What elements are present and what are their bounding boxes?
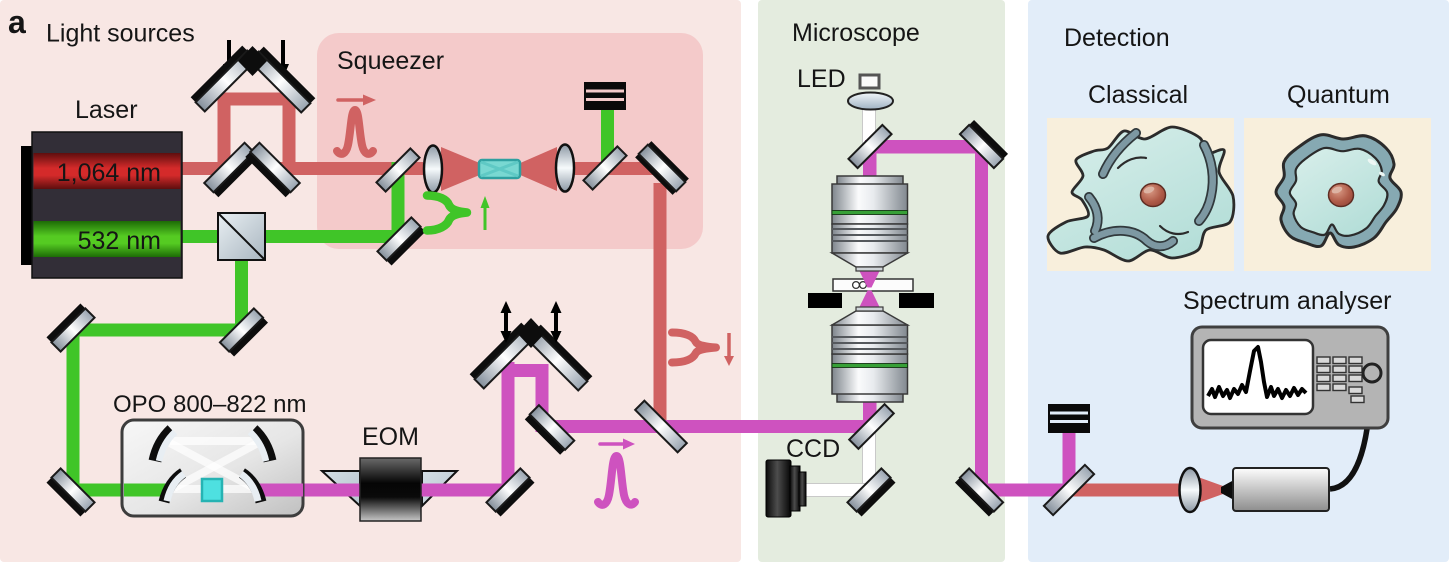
svg-text:Light sources: Light sources (46, 20, 195, 48)
svg-text:a: a (8, 4, 26, 40)
svg-text:Spectrum analyser: Spectrum analyser (1183, 287, 1391, 315)
svg-text:532 nm: 532 nm (78, 227, 161, 255)
svg-text:Microscope: Microscope (792, 19, 920, 47)
svg-text:Classical: Classical (1088, 81, 1188, 109)
svg-text:Laser: Laser (75, 96, 138, 124)
svg-text:1,064 nm: 1,064 nm (57, 159, 161, 187)
svg-text:OPO 800–822 nm: OPO 800–822 nm (113, 391, 306, 418)
svg-text:Quantum: Quantum (1287, 81, 1390, 109)
svg-text:LED: LED (797, 65, 846, 93)
svg-text:Detection: Detection (1064, 24, 1170, 52)
svg-text:EOM: EOM (362, 423, 419, 451)
svg-text:Squeezer: Squeezer (337, 47, 444, 75)
svg-text:CCD: CCD (786, 435, 840, 463)
